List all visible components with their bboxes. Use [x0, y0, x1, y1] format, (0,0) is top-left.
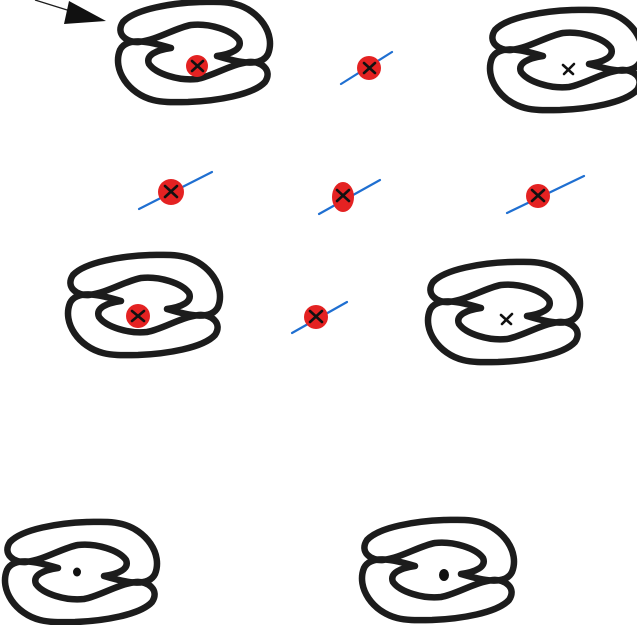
shape-d	[428, 262, 580, 362]
outline-shape-icon	[118, 2, 270, 102]
shape-e	[5, 522, 157, 622]
shape-c	[68, 255, 220, 355]
x-mark-icon	[501, 314, 512, 324]
blob-d	[507, 176, 584, 213]
blob-e	[292, 302, 347, 333]
dot-icon	[439, 569, 449, 581]
shape-f	[362, 520, 514, 620]
shape-a	[118, 2, 270, 102]
outline-shape-icon	[428, 262, 580, 362]
dot-icon	[73, 568, 81, 577]
blob-a	[341, 52, 392, 84]
blob-b	[139, 172, 212, 209]
arrow-icon	[35, 0, 106, 24]
outline-shape-icon	[490, 10, 637, 110]
blob-c	[319, 180, 380, 214]
x-mark-icon	[563, 64, 574, 74]
outline-shape-icon	[68, 255, 220, 355]
shape-b	[490, 10, 637, 110]
outline-shape-icon	[362, 520, 514, 620]
